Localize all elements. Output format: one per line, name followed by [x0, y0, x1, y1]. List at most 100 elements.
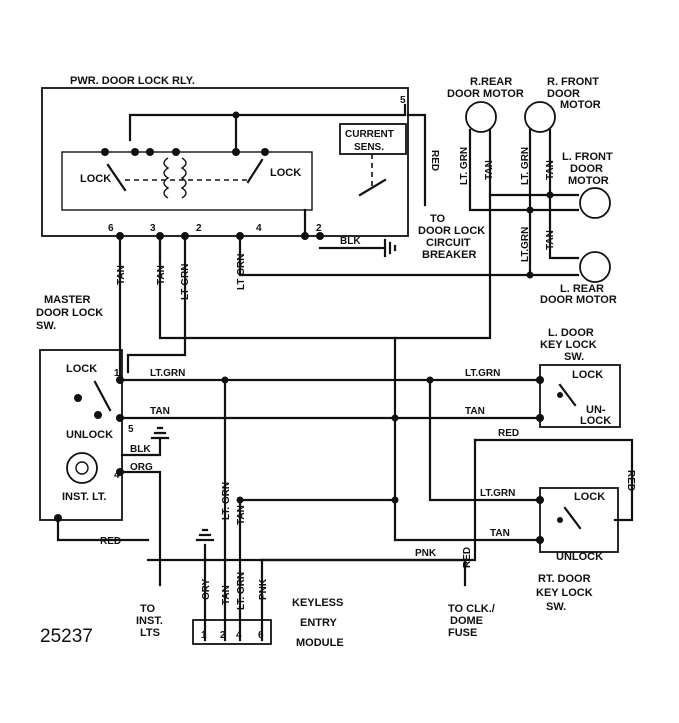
- inst-lts-label-1: TO: [140, 603, 156, 615]
- bus-tan-label-2: TAN: [465, 406, 485, 417]
- l-door-unlock-2: LOCK: [580, 415, 611, 427]
- relay-pin-2: 2: [196, 223, 202, 234]
- current-sensor-switch: [358, 178, 387, 197]
- clk-dome-label-2: DOME: [450, 615, 483, 627]
- master-org-label: ORG: [130, 462, 153, 473]
- master-pin-1: 1: [114, 368, 120, 379]
- motor-wire-ltgrn-3: LT.GRN: [520, 227, 531, 262]
- relay-title: PWR. DOOR LOCK RLY.: [70, 75, 195, 87]
- rt-door-label-2: KEY LOCK: [536, 587, 593, 599]
- l-door-key-lock-switch: L. DOOR KEY LOCK SW. LOCK UN- LOCK: [536, 327, 621, 428]
- current-sensor-box: [339, 123, 407, 155]
- keyless-pnk-label: PNK: [258, 578, 269, 600]
- clk-dome-label-3: FUSE: [448, 627, 477, 639]
- front-right-motor: [524, 101, 556, 133]
- clk-dome-label-1: TO CLK./: [448, 603, 495, 615]
- bus-ltgrn-label-2: LT.GRN: [465, 368, 500, 379]
- relay-coil-2: [180, 157, 187, 199]
- keyless-label-2: ENTRY: [300, 617, 338, 629]
- master-switch-unlock: UNLOCK: [66, 429, 113, 441]
- master-switch-lock: LOCK: [66, 363, 97, 375]
- breaker-label-3: CIRCUIT: [426, 237, 471, 249]
- ground-symbol-relay: [383, 238, 397, 258]
- rear-left-motor: [579, 251, 611, 283]
- relay-pin-6: 6: [108, 223, 114, 234]
- bus-tan-label-1: TAN: [150, 406, 170, 417]
- red-horizontal: [146, 438, 477, 562]
- bus-tan-label-3: TAN: [490, 528, 510, 539]
- relay-wire-tan-2: TAN: [156, 265, 167, 285]
- rt-door-key-lock-switch: LOCK UNLOCK RT. DOOR KEY LOCK SW.: [536, 487, 619, 613]
- l-door-label-2: KEY LOCK: [540, 339, 597, 351]
- door-motors: R.REAR DOOR MOTOR R. FRONT DOOR MOTOR L.…: [158, 76, 617, 306]
- master-switch-label-2: DOOR LOCK: [36, 307, 103, 319]
- relay-outputs: TAN TAN LT GRN LT GRN: [116, 193, 492, 542]
- rt-door-label-3: SW.: [546, 601, 566, 613]
- bus-pnk-label: PNK: [415, 548, 437, 559]
- relay-lock-left: LOCK: [80, 173, 111, 185]
- motor-wire-ltgrn-1: LT. GRN: [459, 147, 470, 185]
- power-door-lock-relay: PWR. DOOR LOCK RLY. LOCK LOCK CURRENT SE…: [41, 75, 409, 240]
- red-wire-to-breaker: [406, 113, 427, 207]
- front-right-motor-label-2: DOOR: [547, 88, 580, 100]
- front-left-motor-label-2: DOOR: [570, 163, 603, 175]
- keyless-module-connector: [192, 619, 272, 645]
- l-door-switch-lever: [558, 383, 577, 407]
- bus-red-label-1: RED: [498, 428, 519, 439]
- relay-coil-1: [163, 157, 170, 199]
- motor-wire-tan-1: TAN: [484, 160, 495, 180]
- current-sens-line2: SENS.: [354, 142, 384, 153]
- master-pin-4: 4: [114, 470, 120, 481]
- rt-door-unlock: UNLOCK: [556, 551, 603, 563]
- keyless-pin-1: 1: [201, 630, 207, 641]
- horizontal-buses: LT.GRN LT.GRN TAN TAN RED RED RED LT.GRN…: [56, 368, 636, 642]
- l-door-lock: LOCK: [572, 369, 603, 381]
- inst-lt-bulb: [66, 452, 98, 484]
- figure-number: 25237: [40, 626, 93, 647]
- rt-door-switch-housing: [539, 487, 619, 553]
- relay-to-motor-ltgrn: [238, 234, 532, 277]
- blk-ground-label: BLK: [340, 236, 361, 247]
- rear-left-motor-label-2: DOOR MOTOR: [540, 294, 617, 306]
- rear-right-motor-label-1: R.REAR: [470, 76, 512, 88]
- relay-pin-3: 3: [150, 223, 156, 234]
- master-switch-label-3: SW.: [36, 320, 56, 332]
- relay-junction: [232, 111, 240, 119]
- rt-door-switch-lever: [563, 506, 582, 530]
- master-blk-label: BLK: [130, 444, 151, 455]
- front-left-motor: [579, 187, 611, 219]
- breaker-feed: RED TO DOOR LOCK CIRCUIT BREAKER BLK: [318, 113, 485, 261]
- keyless-tan-label-2: TAN: [221, 585, 232, 605]
- inst-lts-label-2: INST.: [136, 615, 163, 627]
- ltgrn-wire-relay-pin2: [126, 234, 187, 374]
- rear-right-motor: [465, 101, 497, 133]
- relay-switch-area: [61, 151, 313, 211]
- lock-switch-arm-left: [106, 163, 127, 192]
- breaker-label-4: BREAKER: [422, 249, 476, 261]
- relay-wire-ltgrn-2: LT GRN: [236, 254, 247, 290]
- bus-ltgrn-label-3: LT.GRN: [480, 488, 515, 499]
- inst-lts-label-3: LTS: [140, 627, 160, 639]
- bus-ltgrn-label-1: LT.GRN: [150, 368, 185, 379]
- bus-red-label-4: RED: [462, 547, 473, 568]
- keyless-ltgrn-label-2: LT. GRN: [236, 572, 247, 610]
- l-door-label-3: SW.: [564, 351, 584, 363]
- motor-ltgrn-feed-1: [468, 128, 580, 212]
- keyless-pin-6: 6: [258, 630, 264, 641]
- keyless-entry-module: GRY TAN LT. GRN PNK 1 2 4 6 KEYLESS ENTR…: [192, 528, 344, 649]
- relay-lock-right: LOCK: [270, 167, 301, 179]
- bus-red-label-2: RED: [100, 536, 121, 547]
- master-switch-label-1: MASTER: [44, 294, 91, 306]
- relay-wire-tan-1: TAN: [116, 265, 127, 285]
- bus-red-label-3: RED: [625, 470, 636, 491]
- rt-door-lock: LOCK: [574, 491, 605, 503]
- keyless-label-1: KEYLESS: [292, 597, 343, 609]
- l-door-switch-housing: [539, 364, 621, 428]
- ltgrn-to-rt-lock: [428, 378, 542, 502]
- keyless-gry-label: GRY: [201, 578, 212, 600]
- front-right-motor-label-3: MOTOR: [560, 99, 601, 111]
- relay-housing: [41, 87, 409, 237]
- motor-wire-tan-2: TAN: [545, 160, 556, 180]
- keyless-pin-4: 4: [236, 630, 242, 641]
- keyless-label-3: MODULE: [296, 637, 344, 649]
